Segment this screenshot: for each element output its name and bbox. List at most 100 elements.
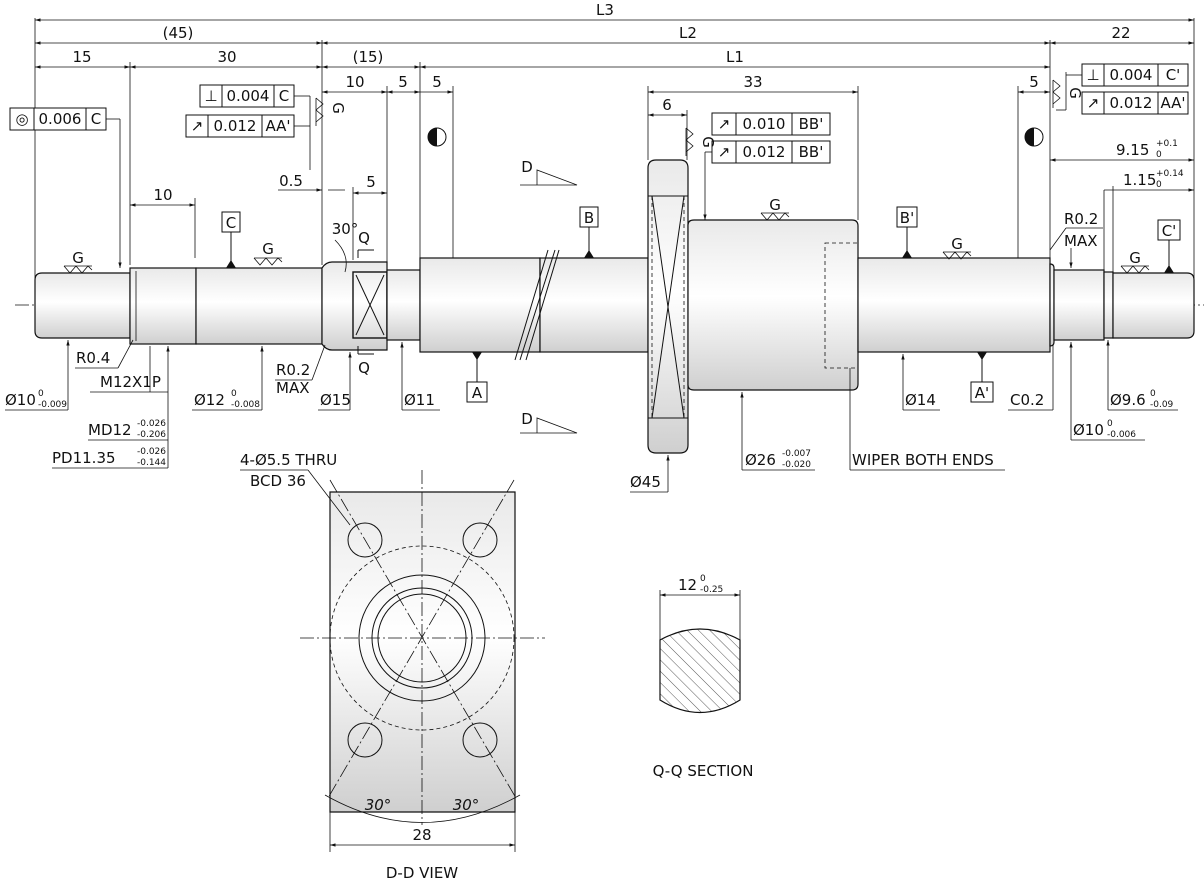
dim-10b: 10 [153,186,172,204]
dd-angle-2: 30° [453,796,480,814]
surface-g5: G [1129,249,1141,267]
dd-width: 28 [412,826,431,844]
tolerance-frame-perp: ⊥ 0.004 C [199,84,311,170]
label-d10b-up: 0 [1107,419,1113,429]
label-d15: Ø15 [320,391,351,409]
label-md12-up: -0.026 [137,419,166,429]
label-d14: Ø14 [905,391,936,409]
angle-30: 30° [332,220,359,238]
tolerance-frame-runout-bb: ↗ 0.010 BB' ↗ 0.012 BB' [703,112,831,220]
runout-bb1-datum: BB' [799,115,824,133]
label-pd: PD11.35 [52,449,116,467]
runout-bb1-symbol: ↗ [718,115,731,133]
section-d-bot: D [521,410,533,428]
dim-15p: (15) [353,48,384,66]
label-d26: Ø26 [745,451,776,469]
dd-title: D-D VIEW [386,864,458,882]
dim-5a: 5 [398,73,408,91]
q-top: Q [358,229,370,247]
label-r02b: R0.2 [1064,210,1098,228]
conc-value: 0.006 [39,110,82,128]
surface-g2: G [262,240,274,258]
label-pd-lo: -0.144 [137,458,166,468]
label-d115-up: +0.14 [1156,169,1184,179]
perp-symbol: ⊥ [204,87,217,105]
qq-width-lo: -0.25 [700,585,723,595]
label-d115-lo: 0 [1156,180,1162,190]
section-d-markers: D D [520,158,578,434]
label-d45: Ø45 [630,473,661,491]
perp-datum: C [279,87,289,105]
dim-33: 33 [743,73,762,91]
label-d915-up: +0.1 [1156,139,1178,149]
label-d915: 9.15 [1116,141,1149,159]
q-bottom: Q [358,359,370,377]
qq-width-up: 0 [700,574,706,584]
ball-screw-shaft [15,159,1204,454]
datum-A: A [472,384,483,402]
runout-bb2-datum: BB' [799,143,824,161]
label-d26-lo: -0.020 [782,460,811,470]
surface-g8: G [1066,87,1084,99]
dd-holes: 4-Ø5.5 THRU [240,451,337,469]
right-end-dims [1049,72,1194,272]
label-pd-up: -0.026 [137,447,166,457]
dim-L1: L1 [726,48,744,66]
datum-C: C [226,214,236,232]
runout-aa-datum: AA' [265,117,290,135]
label-d915-lo: 0 [1156,150,1162,160]
perp2-value: 0.004 [1110,66,1153,84]
runout2-symbol: ↗ [1087,94,1100,112]
dim-L2: L2 [679,24,697,42]
datum-A2: A' [975,384,989,402]
surface-g6: G [329,102,347,114]
qq-section: 12 0 -0.25 Q-Q SECTION [653,574,754,780]
label-d12-lo: -0.008 [231,400,260,410]
datum-B: B [584,209,594,227]
datum-B2: B' [900,209,914,227]
tolerance-frame-runout-aa: ↗ 0.012 AA' [185,114,310,138]
perp-value: 0.004 [227,87,270,105]
label-m12: M12X1P [100,373,161,391]
bearing-symbols [427,127,1044,147]
label-d96: Ø9.6 [1110,391,1146,409]
dd-view: 4-Ø5.5 THRU BCD 36 30° 30° 28 D-D VIEW [240,451,545,882]
label-d10: Ø10 [5,391,36,409]
runout-bb2-symbol: ↗ [718,143,731,161]
dim-6: 6 [662,96,672,114]
label-d10-up: 0 [38,389,44,399]
label-d10-lo: -0.009 [38,400,67,410]
dim-5c: 5 [1029,73,1039,91]
runout-aa-value: 0.012 [214,117,257,135]
label-d11: Ø11 [404,391,435,409]
dim-05: 0.5 [279,172,303,190]
label-r04: R0.4 [76,349,110,367]
section-d-top: D [521,158,533,176]
label-d96-lo: -0.09 [1150,400,1174,410]
label-c02: C0.2 [1010,391,1044,409]
surface-marks: G G G G G G G G [63,79,1150,274]
dim-10a: 10 [345,73,364,91]
runout2-value: 0.012 [1110,94,1153,112]
surface-g4: G [951,235,963,253]
label-md12-lo: -0.206 [137,430,166,440]
top-dimensions: L3 (45) L2 22 15 30 (15) L1 10 5 5 33 [34,1,1195,280]
label-r02: R0.2 [276,361,310,379]
runout2-datum: AA' [1160,94,1185,112]
shaft-labels: Ø10 0 -0.009 R0.4 M12X1P MD12 -0.026 -0.… [5,139,1184,491]
label-d96-up: 0 [1150,389,1156,399]
dim-L3: L3 [596,1,614,19]
label-d26-up: -0.007 [782,449,811,459]
qq-title: Q-Q SECTION [653,762,754,780]
label-d115: 1.15 [1123,171,1156,189]
surface-g7: G [699,136,717,148]
tolerance-frame-right: ⊥ 0.004 C' ↗ 0.012 AA' [1066,63,1189,115]
dd-bcd: BCD 36 [250,472,306,490]
label-wiper: WIPER BOTH ENDS [852,451,994,469]
runout-aa-symbol: ↗ [191,117,204,135]
qq-width: 12 [678,576,697,594]
label-md12: MD12 [88,421,132,439]
datum-C2: C' [1162,222,1177,240]
label-d12-up: 0 [231,389,237,399]
